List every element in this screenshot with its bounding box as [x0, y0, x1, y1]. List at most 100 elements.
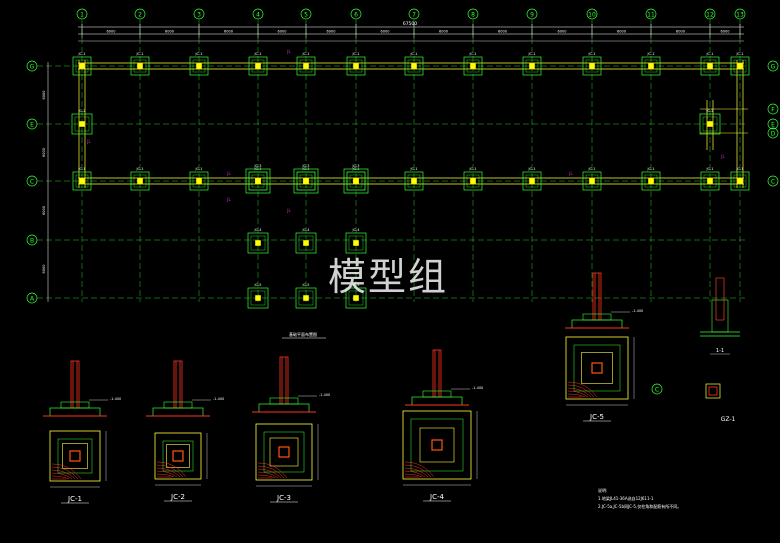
footing-step	[251, 59, 265, 73]
detail-plan-column	[172, 450, 184, 462]
axis-label-A: A	[30, 296, 35, 303]
detail-plan-outer	[49, 430, 101, 482]
axis-label-5: 5	[304, 12, 308, 19]
footing-label: JC-1	[528, 52, 536, 56]
detail-plan-step	[573, 344, 621, 392]
footing-label: JC-4	[302, 228, 311, 232]
bay-dimension: 6000	[498, 30, 507, 34]
footing-label: JC-1	[410, 52, 418, 56]
row-dimension: 6000	[42, 206, 46, 215]
beam-mark: JL	[86, 139, 91, 144]
rebar-hatch	[404, 461, 435, 478]
footing-step	[644, 59, 658, 73]
footing-pad	[189, 171, 209, 191]
rebar-hatch	[156, 464, 184, 478]
axis-bubble-right-D	[767, 127, 779, 139]
footing-step	[296, 171, 316, 191]
rebar-hatch	[51, 463, 82, 480]
footing-label: JC-1	[136, 52, 144, 56]
detail-column-rebar	[70, 360, 80, 409]
axis-label-10: 10	[588, 12, 596, 19]
footing-pad	[730, 56, 750, 76]
footing-label: JC-1	[352, 52, 360, 56]
detail-pedestal	[422, 390, 452, 398]
detail-plan-outer	[154, 432, 202, 480]
column	[255, 240, 261, 246]
detail-plan-step	[162, 440, 194, 472]
section-pedestal	[711, 299, 729, 333]
axis-bubble-6	[350, 8, 362, 20]
beam-mark: JL	[568, 171, 573, 176]
axis-bubble-10	[586, 8, 598, 20]
rebar-hatch	[567, 387, 592, 398]
axis-bubble-1	[76, 8, 88, 20]
footing-pad	[71, 113, 93, 135]
column	[470, 178, 476, 184]
rebar-hatch	[404, 470, 426, 478]
column	[589, 178, 595, 184]
detail-plan-outer	[402, 410, 472, 480]
footing-label: JC-1	[78, 52, 86, 56]
axis-bubble-11	[645, 8, 657, 20]
axis-label-right-E: E	[771, 122, 775, 129]
footing-step	[133, 59, 147, 73]
rebar-hatch	[51, 469, 76, 480]
rebar-hatch	[257, 462, 288, 479]
notes-line-1: 1.地梁JL41-36A选自12J611-1	[598, 495, 654, 501]
footing-label: JC-2	[706, 109, 714, 113]
detail-title-JC-3: JC-3	[276, 494, 291, 502]
footing-label: JC-1	[469, 167, 477, 171]
column	[470, 63, 476, 69]
footing-label: JC-1	[736, 167, 744, 171]
section-column	[715, 277, 725, 321]
axis-label-right-D: D	[771, 131, 776, 138]
footing-step	[349, 174, 363, 188]
footing-pad	[189, 56, 209, 76]
rebar-hatch	[404, 473, 423, 478]
detail-base	[571, 319, 623, 329]
footing-step	[703, 174, 717, 188]
footing-label: JC-5	[254, 283, 262, 287]
footing-label: JC-1	[136, 167, 144, 171]
footing-label: JC-1	[588, 167, 596, 171]
footing-step	[525, 174, 539, 188]
bay-dimension: 6000	[224, 30, 233, 34]
footing-pad	[293, 168, 319, 194]
footing-label: JC-4	[352, 228, 361, 232]
footing-pad	[730, 171, 750, 191]
footing-step	[466, 59, 480, 73]
footing-pad	[582, 56, 602, 76]
footing-pad	[247, 232, 269, 254]
detail-pedestal	[269, 397, 299, 405]
detail-base	[49, 407, 101, 417]
footing-label: JC-1	[588, 52, 596, 56]
footing-pad	[700, 56, 720, 76]
detail-title-JC-5: JC-5	[589, 413, 604, 421]
footing-label: JC-1	[736, 52, 744, 56]
axis-label-detail-C: C	[655, 387, 659, 394]
footing-pad	[130, 171, 150, 191]
footing-step	[74, 116, 90, 132]
footing-pad	[295, 287, 317, 309]
rebar-hatch	[404, 467, 429, 478]
column	[529, 63, 535, 69]
axis-bubble-12	[704, 8, 716, 20]
footing-step	[407, 174, 421, 188]
footing-pad	[245, 168, 271, 194]
column	[353, 178, 359, 184]
beam-mark: JL	[720, 154, 725, 159]
detail-column-rebar	[279, 356, 289, 405]
axis-bubble-4	[252, 8, 264, 20]
rebar-hatch	[51, 475, 70, 480]
axis-bubble-right-G	[767, 60, 779, 72]
column	[196, 178, 202, 184]
footing-pad	[404, 171, 424, 191]
footing-step	[133, 174, 147, 188]
footing-label: JC-1	[254, 52, 262, 56]
axis-label-7: 7	[412, 12, 416, 19]
axis-label-G: G	[30, 64, 35, 71]
footing-label: JC-4	[254, 228, 263, 232]
bay-dimension: 6000	[107, 30, 116, 34]
footing-pad	[582, 171, 602, 191]
footing-label: JC-3	[302, 164, 310, 168]
